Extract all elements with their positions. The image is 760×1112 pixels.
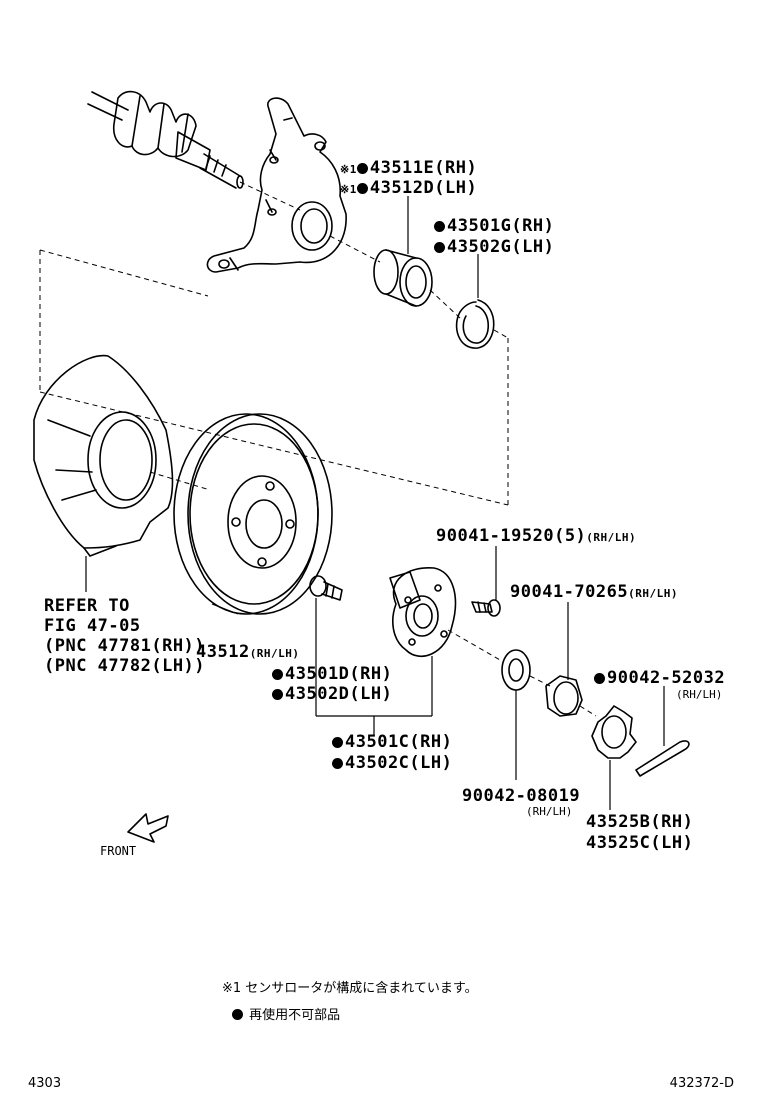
non-reusable-dot-icon (356, 163, 368, 174)
refer-to-line3: (PNC 47781(RH)) (44, 636, 206, 656)
label-90041-19520: 90041-19520(5)(RH/LH) (436, 526, 637, 546)
label-43502G-lh: 43502G(LH) (434, 237, 554, 257)
label-43501G-rh: 43501G(RH) (434, 216, 554, 236)
label-90042-52032: 90042-52032 (594, 668, 725, 688)
label-43512-disc: 43512(RH/LH) (196, 642, 300, 662)
refer-to-line2: FIG 47-05 (44, 616, 141, 636)
footer-figure-code: 432372-D (669, 1076, 734, 1091)
hub-bolt-illustration (309, 575, 343, 601)
refer-to-line1: REFER TO (44, 596, 130, 616)
non-reusable-dot-icon (272, 689, 283, 700)
non-reusable-dot-icon (272, 669, 283, 680)
non-reusable-dot-icon (332, 737, 343, 748)
nut-illustration (545, 675, 583, 717)
non-reusable-dot-icon (332, 758, 343, 769)
hub-bearing-illustration (373, 249, 433, 307)
snap-ring-illustration (455, 299, 495, 349)
non-reusable-dot-icon (434, 242, 445, 253)
label-43501C-rh: 43501C(RH) (332, 732, 452, 752)
brake-disc-illustration (173, 413, 333, 615)
drive-shaft-illustration (87, 90, 244, 189)
cotter-pin-illustration (635, 740, 690, 777)
label-43525B-rh: 43525B(RH) (586, 812, 694, 832)
label-43502D-lh: 43502D(LH) (272, 684, 392, 704)
label-90042-08019-suffix: (RH/LH) (526, 805, 573, 818)
nut-cap-illustration (591, 705, 637, 759)
label-43502C-lh: 43502C(LH) (332, 753, 452, 773)
steering-knuckle-illustration (206, 97, 347, 273)
note-non-reusable: 再使用不可部品 (232, 1004, 340, 1023)
front-arrow-icon (127, 813, 169, 843)
washer-illustration (501, 649, 531, 691)
label-90041-70265: 90041-70265(RH/LH) (510, 582, 678, 602)
footer-page-code: 4303 (28, 1076, 62, 1091)
alignment-lines (39, 181, 597, 717)
leader-lines (85, 196, 665, 810)
non-reusable-dot-icon (232, 1009, 243, 1020)
non-reusable-dot-icon (434, 221, 445, 232)
note-sensor-rotor: ※1 センサロータが構成に含まれています。 (222, 981, 478, 996)
dust-cover-illustration (33, 354, 174, 557)
label-43501D-rh: 43501D(RH) (272, 664, 392, 684)
axle-hub-illustration (389, 567, 457, 658)
label-43525C-lh: 43525C(LH) (586, 833, 694, 853)
front-label: FRONT (100, 844, 137, 858)
non-reusable-dot-icon (594, 673, 605, 684)
label-90042-52032-suffix: (RH/LH) (676, 688, 723, 701)
non-reusable-dot-icon (356, 183, 368, 194)
bolt-illustration (471, 599, 501, 617)
refer-to-line4: (PNC 47782(LH)) (44, 656, 206, 676)
label-90042-08019: 90042-08019 (462, 786, 581, 806)
